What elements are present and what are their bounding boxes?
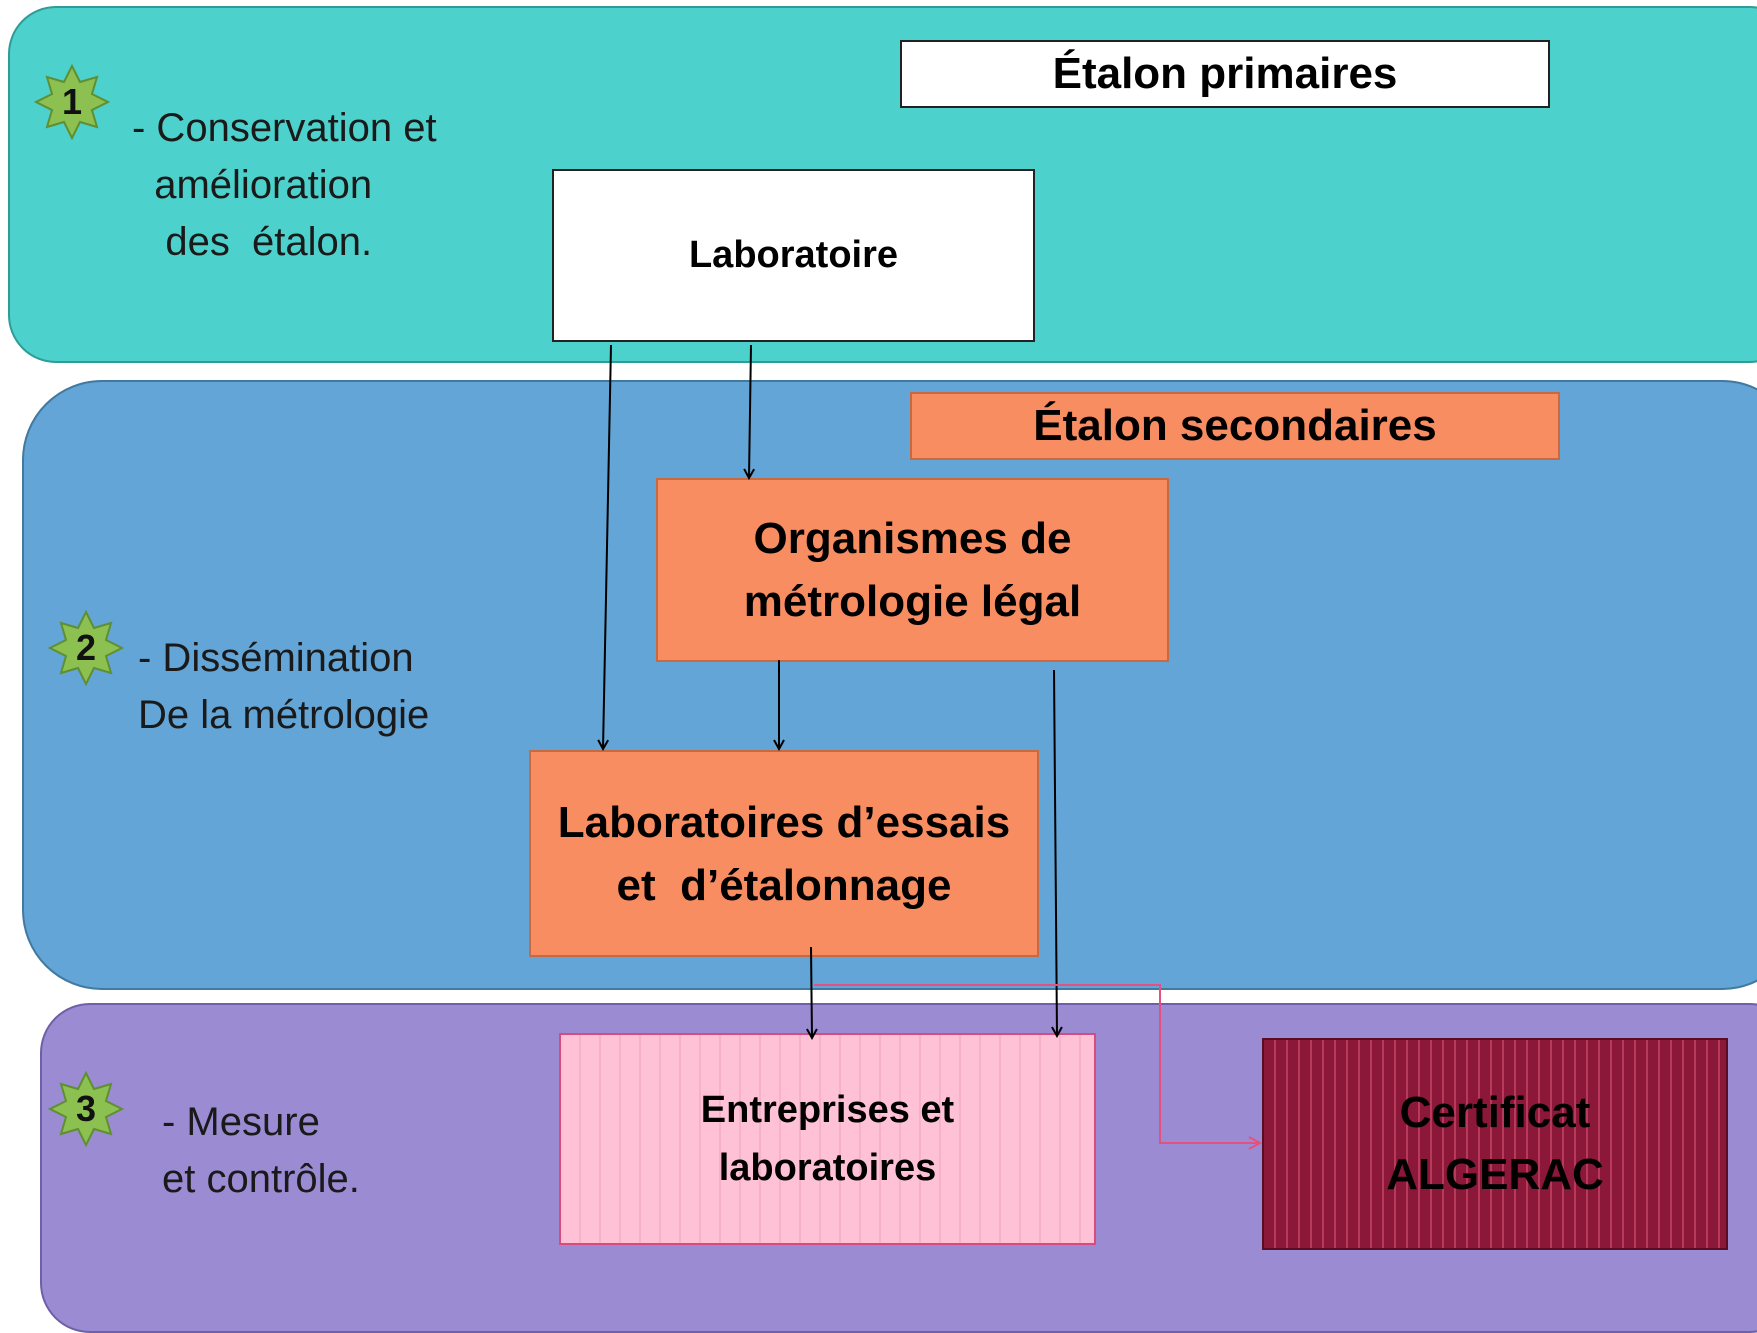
arrow-labs-essais-to-entreprises: [811, 946, 812, 1038]
level-2-badge: 2: [48, 610, 124, 686]
star-icon: [34, 64, 110, 140]
arrow-organismes-to-entreprises: [1054, 669, 1057, 1036]
star-icon: [48, 610, 124, 686]
etalon-secondaires-label: Étalon secondaires: [910, 392, 1560, 460]
level-1-number: 1: [61, 81, 83, 122]
level-1-description: - Conservation et amélioration des étalo…: [132, 106, 437, 264]
level-2-number: 2: [75, 627, 97, 668]
level-3-badge: 3: [48, 1071, 124, 1147]
level-3-description: - Mesure et contrôle.: [162, 1100, 360, 1201]
star-icon: [48, 1071, 124, 1147]
level-2-description: - Dissémination De la métrologie: [138, 636, 430, 737]
level-1-badge: 1: [34, 64, 110, 140]
arrow-laboratoire-to-organismes: [749, 344, 751, 478]
arrow-labs-essais-to-certificat: [814, 984, 1260, 1143]
etalon-primaires-label: Étalon primaires: [900, 40, 1550, 108]
organismes-metrologie-node: Organismes de métrologie légal: [656, 478, 1169, 662]
arrow-laboratoire-to-labs-essais: [603, 344, 612, 749]
certificat-algerac-node: Certificat ALGERAC: [1262, 1038, 1728, 1250]
connector-layer: [0, 344, 1757, 1293]
laboratoire-node: Laboratoire: [552, 169, 1035, 342]
laboratoires-essais-node: Laboratoires d’essais et d’étalonnage: [529, 750, 1039, 957]
entreprises-node: Entreprises et laboratoires: [559, 1033, 1096, 1245]
level-3-number: 3: [75, 1088, 97, 1129]
